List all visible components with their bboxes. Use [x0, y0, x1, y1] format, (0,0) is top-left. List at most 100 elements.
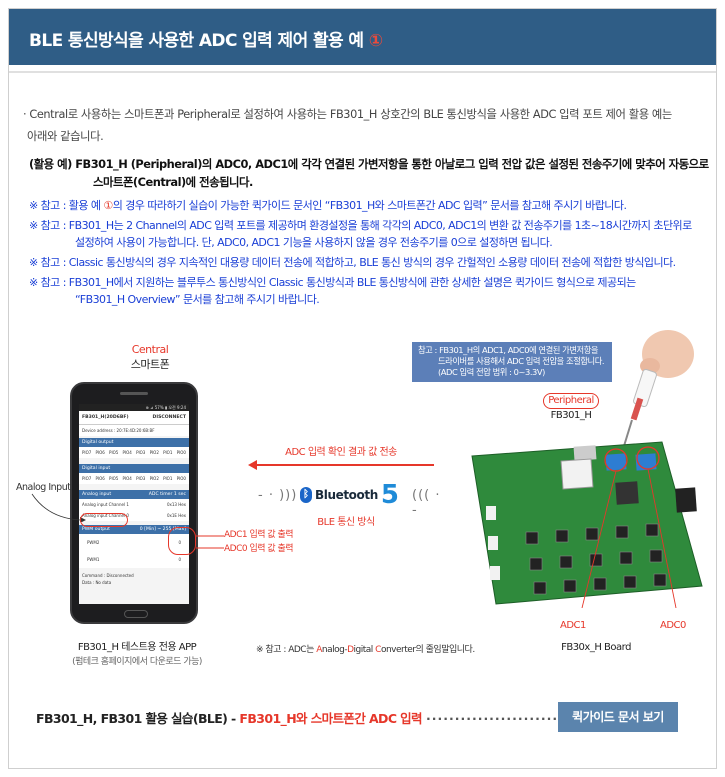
content-frame: BLE 통신방식을 사용한 ADC 입력 제어 활용 예 ① · Central… [8, 8, 717, 769]
pwm-value: 0 [178, 557, 181, 562]
analog-input-callout: Analog Input [16, 482, 71, 493]
channel-label: Analog input Channel 1 [82, 502, 129, 507]
pio-indicator: PIO2 [149, 476, 159, 481]
adc-output-pointer [196, 535, 224, 549]
note-emphasis: A [316, 645, 322, 655]
analog-input-section: Analog input ADC timer 1 sec Analog inpu… [79, 490, 189, 521]
app-device-title: FB301_H(20D6BF) [82, 415, 129, 420]
pwm-label: PWM1 [87, 557, 100, 562]
pio-toggle[interactable]: PIO1 [163, 450, 173, 455]
footer-link-row: FB301_H, FB301 활용 실습(BLE) - FB301_H와 스마트… [36, 708, 598, 727]
adc-timer-label: ADC timer [148, 492, 173, 497]
pio-toggle[interactable]: PIO3 [136, 450, 146, 455]
bluetooth-wordmark: Bluetooth [315, 488, 378, 502]
pio-indicator: PIO0 [176, 476, 186, 481]
pio-toggle[interactable]: PIO4 [122, 450, 132, 455]
app-title-bar: FB301_H(20D6BF) DISCONNECT [79, 411, 189, 425]
note-text: igital [353, 645, 376, 655]
data-status: Data : No data [82, 580, 112, 585]
phone-speaker [120, 392, 148, 395]
bluetooth-version: 5 [380, 480, 399, 510]
intro-line-2: 아래와 같습니다. [27, 130, 104, 143]
footer-highlight: FB301_H와 스마트폰간 ADC 입력 [239, 711, 422, 726]
pwm-1-row[interactable]: PWM1 0 [79, 551, 189, 568]
pwm-range: 0 [Min] ~ 255 [Max] [139, 527, 186, 532]
analog-channel-0: Analog input Channel 0 0x1E Hex [79, 510, 189, 521]
digital-output-header: Digital output [79, 438, 189, 447]
header-bar: BLE 통신방식을 사용한 ADC 입력 제어 활용 예 ① [9, 9, 716, 65]
note-text: ※ 참고 : Classic 통신방식의 경우 지속적인 대용량 데이터 전송에… [29, 256, 676, 269]
digital-input-pins: PIO7 PIO6 PIO5 PIO4 PIO3 PIO2 PIO1 PIO0 [79, 473, 189, 484]
phone-home-button [124, 610, 148, 618]
note-circle-number: ① [103, 199, 113, 212]
header-divider [9, 71, 716, 73]
pwm-output-title: PWM output [82, 527, 110, 532]
channel-value: 0x1E Hex [166, 513, 186, 518]
adc-values-highlight [168, 527, 196, 555]
adc-definition-note: ※ 참고 : ADC는 Analog-Digital Converter의 줄임… [256, 642, 475, 655]
bluetooth-logo-group: - · ))) ᛒ Bluetooth 5 ((( · - [248, 480, 448, 518]
app-caption: FB301_H 테스트용 전용 APP (펌테크 홈페이지에서 다운로드 가능) [62, 640, 212, 670]
note-item: ※ 참고 : 활용 예 ①의 경우 따라하기 실습이 가능한 퀵가이드 문서인 … [29, 197, 711, 214]
note-emphasis: D [347, 645, 354, 655]
adc0-output-label: ADC0 입력 값 출력 [224, 544, 294, 554]
pio-toggle[interactable]: PIO7 [82, 450, 92, 455]
bluetooth-logo: ᛒ Bluetooth 5 [300, 482, 399, 508]
pio-indicator: PIO3 [136, 476, 146, 481]
reference-box: 참고 : FB301_H의 ADC1, ADC0에 연결된 가변저항을 드라이버… [412, 342, 612, 382]
footer-dots: ······························ [425, 711, 599, 726]
quick-guide-button[interactable]: 퀵가이드 문서 보기 [558, 702, 678, 732]
pio-toggle[interactable]: PIO0 [176, 450, 186, 455]
pio-indicator: PIO6 [95, 476, 105, 481]
pio-indicator: PIO7 [82, 476, 92, 481]
note-item: ※ 참고 : Classic 통신방식의 경우 지속적인 대용량 데이터 전송에… [29, 254, 711, 271]
pwm-value: 0 [178, 540, 181, 545]
ble-label: BLE 통신 방식 [317, 517, 375, 528]
central-label: Central 스마트폰 [110, 342, 190, 372]
screwdriver-hand-illustration [623, 330, 694, 447]
adc-output-labels: ADC1 입력 값 출력 ADC0 입력 값 출력 [224, 528, 294, 556]
reference-line: 드라이버를 사용해서 ADC 입력 전압을 조절합니다. [438, 356, 605, 366]
adc0-label: ADC0 [660, 620, 686, 631]
note-text: ※ 참고 : 활용 예 [29, 199, 104, 212]
note-text-continued: “FB301_H Overview” 문서를 참고해 주시기 바랍니다. [75, 293, 320, 306]
peripheral-role: Peripheral [543, 393, 599, 409]
peripheral-label: Peripheral FB301_H [521, 393, 621, 423]
signal-waves-left-icon: - · ))) [258, 488, 298, 503]
page-title: BLE 통신방식을 사용한 ADC 입력 제어 활용 예 ① [29, 26, 383, 51]
pio-toggle[interactable]: PIO6 [95, 450, 105, 455]
adc-timer[interactable]: ADC timer 1 sec [149, 491, 186, 498]
pwm-output-header: PWM output 0 [Min] ~ 255 [Max] [79, 525, 189, 534]
device-address: Device address : 20:7E:4D:20:6B:BF [79, 425, 189, 436]
adc1-output-label: ADC1 입력 값 출력 [224, 530, 294, 540]
pio-indicator: PIO5 [109, 476, 119, 481]
note-text: 의 경우 따라하기 실습이 가능한 퀵가이드 문서인 “FB301_H와 스마트… [112, 199, 627, 212]
phone-screen: ⊕ ⊿ 57% ▮ 오전 9:24 FB301_H(20D6BF) DISCON… [79, 404, 189, 604]
transfer-arrow-head [248, 460, 257, 470]
usage-example-line-2: 스마트폰(Central)에 전송됩니다. [93, 175, 253, 189]
note-text: nalog- [321, 645, 348, 655]
channel-label: Analog input Channel 0 [82, 513, 129, 518]
adc-timer-value: 1 sec [173, 492, 186, 497]
analog-input-header: Analog input ADC timer 1 sec [79, 490, 189, 499]
pio-toggle[interactable]: PIO5 [109, 450, 119, 455]
board-caption: FB30x_H Board [561, 642, 631, 653]
transfer-label: ADC 입력 확인 결과 값 전송 [285, 447, 397, 458]
note-text: ※ 참고 : ADC는 [256, 645, 317, 655]
note-item: ※ 참고 : FB301_H는 2 Channel의 ADC 입력 포트를 제공… [29, 217, 711, 251]
usage-example: (활용 예) FB301_H (Peripheral)의 ADC0, ADC1에… [29, 155, 709, 191]
signal-waves-right-icon: ((( · - [412, 488, 441, 518]
digital-output-pins: PIO7 PIO6 PIO5 PIO4 PIO3 PIO2 PIO1 PIO0 [79, 447, 189, 458]
note-text: ※ 참고 : FB301_H는 2 Channel의 ADC 입력 포트를 제공… [29, 219, 692, 232]
note-text: onverter의 줄임말입니다. [380, 645, 475, 655]
reference-line: 참고 : FB301_H의 ADC1, ADC0에 연결된 가변저항을 [418, 345, 599, 355]
page-title-text: BLE 통신방식을 사용한 ADC 입력 제어 활용 예 [29, 31, 364, 51]
digital-input-header: Digital input [79, 464, 189, 473]
pio-toggle[interactable]: PIO2 [149, 450, 159, 455]
intro-text: · Central로 사용하는 스마트폰과 Peripheral로 설정하여 사… [23, 104, 703, 148]
app-download-note: (펌테크 홈페이지에서 다운로드 가능) [72, 657, 202, 667]
disconnect-button[interactable]: DISCONNECT [152, 415, 186, 420]
